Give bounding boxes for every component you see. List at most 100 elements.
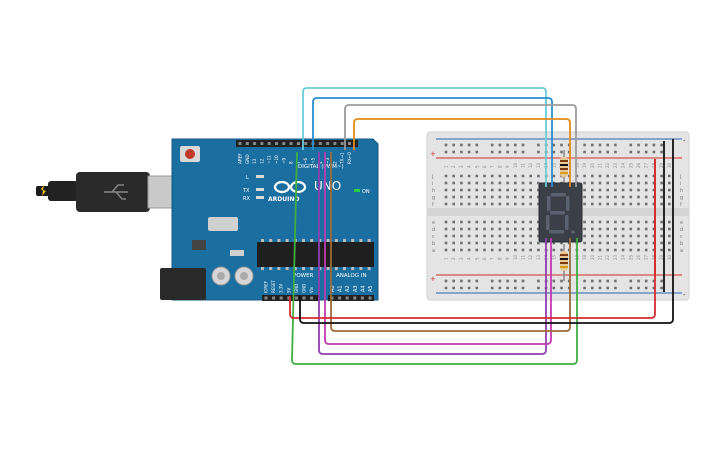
breadboard-hole[interactable] xyxy=(506,220,509,224)
breadboard-hole[interactable] xyxy=(583,227,586,231)
rail-hole[interactable] xyxy=(591,143,594,147)
breadboard-hole[interactable] xyxy=(444,188,448,192)
breadboard-hole[interactable] xyxy=(529,220,532,224)
breadboard-hole[interactable] xyxy=(460,181,463,185)
rail-hole[interactable] xyxy=(598,286,602,290)
breadboard-hole[interactable] xyxy=(483,202,486,206)
rail-hole[interactable] xyxy=(490,150,494,154)
rail-hole[interactable] xyxy=(560,143,563,147)
rail-hole[interactable] xyxy=(606,279,609,283)
breadboard-hole[interactable] xyxy=(660,181,663,185)
breadboard-hole[interactable] xyxy=(490,181,494,185)
header-pin[interactable] xyxy=(260,142,264,145)
breadboard-hole[interactable] xyxy=(668,220,671,224)
rail-hole[interactable] xyxy=(591,150,594,154)
breadboard-hole[interactable] xyxy=(537,248,540,252)
breadboard-hole[interactable] xyxy=(444,174,448,178)
header-pin[interactable] xyxy=(326,142,330,145)
breadboard-hole[interactable] xyxy=(583,195,586,199)
breadboard-hole[interactable] xyxy=(521,248,525,252)
breadboard-hole[interactable] xyxy=(652,227,656,231)
breadboard-hole[interactable] xyxy=(514,174,517,178)
breadboard-hole[interactable] xyxy=(583,181,586,185)
breadboard-hole[interactable] xyxy=(606,234,609,238)
breadboard-hole[interactable] xyxy=(529,227,532,231)
breadboard-hole[interactable] xyxy=(490,220,494,224)
rail-hole[interactable] xyxy=(583,279,586,283)
rail-hole[interactable] xyxy=(452,286,455,290)
rail-hole[interactable] xyxy=(652,286,656,290)
breadboard-hole[interactable] xyxy=(637,174,640,178)
rail-hole[interactable] xyxy=(644,279,648,283)
breadboard-hole[interactable] xyxy=(637,181,640,185)
breadboard-hole[interactable] xyxy=(652,220,656,224)
breadboard-hole[interactable] xyxy=(537,195,540,199)
breadboard-hole[interactable] xyxy=(614,195,617,199)
breadboard-hole[interactable] xyxy=(583,202,586,206)
breadboard-hole[interactable] xyxy=(460,174,463,178)
breadboard-hole[interactable] xyxy=(668,174,671,178)
breadboard-hole[interactable] xyxy=(506,227,509,231)
breadboard-hole[interactable] xyxy=(483,195,486,199)
breadboard-hole[interactable] xyxy=(629,241,633,245)
breadboard-hole[interactable] xyxy=(652,248,656,252)
breadboard-hole[interactable] xyxy=(652,241,656,245)
rail-hole[interactable] xyxy=(475,286,479,290)
resistor-top[interactable] xyxy=(560,150,568,184)
breadboard-hole[interactable] xyxy=(614,234,617,238)
breadboard-hole[interactable] xyxy=(591,202,594,206)
rail-hole[interactable] xyxy=(460,150,463,154)
breadboard-hole[interactable] xyxy=(614,188,617,192)
breadboard-hole[interactable] xyxy=(614,227,617,231)
breadboard-hole[interactable] xyxy=(475,202,479,206)
breadboard-hole[interactable] xyxy=(629,188,633,192)
analog-pin[interactable] xyxy=(360,296,364,300)
breadboard-hole[interactable] xyxy=(598,227,602,231)
breadboard-hole[interactable] xyxy=(644,220,648,224)
breadboard-hole[interactable] xyxy=(529,195,532,199)
wire-brown[interactable] xyxy=(330,152,571,332)
rail-hole[interactable] xyxy=(552,286,556,290)
rail-hole[interactable] xyxy=(514,150,517,154)
breadboard-hole[interactable] xyxy=(467,241,471,245)
breadboard-hole[interactable] xyxy=(521,234,525,238)
breadboard-hole[interactable] xyxy=(475,248,479,252)
breadboard-hole[interactable] xyxy=(467,174,471,178)
rail-hole[interactable] xyxy=(560,150,563,154)
breadboard-hole[interactable] xyxy=(460,227,463,231)
breadboard-hole[interactable] xyxy=(598,188,602,192)
rail-hole[interactable] xyxy=(444,279,448,283)
rail-hole[interactable] xyxy=(644,143,648,147)
breadboard-hole[interactable] xyxy=(629,195,633,199)
wire-cyan[interactable] xyxy=(302,87,547,187)
rail-hole[interactable] xyxy=(521,150,525,154)
rail-hole[interactable] xyxy=(644,150,648,154)
breadboard-hole[interactable] xyxy=(521,195,525,199)
rail-hole[interactable] xyxy=(521,279,525,283)
breadboard-hole[interactable] xyxy=(552,248,556,252)
breadboard-hole[interactable] xyxy=(506,202,509,206)
wire-orange[interactable] xyxy=(353,118,571,187)
breadboard-hole[interactable] xyxy=(660,248,663,252)
analog-pin[interactable] xyxy=(338,296,342,300)
breadboard-hole[interactable] xyxy=(514,181,517,185)
breadboard-hole[interactable] xyxy=(498,234,502,238)
breadboard-hole[interactable] xyxy=(583,220,586,224)
breadboard-hole[interactable] xyxy=(529,202,532,206)
rail-hole[interactable] xyxy=(498,286,502,290)
breadboard-hole[interactable] xyxy=(452,234,455,238)
breadboard-hole[interactable] xyxy=(460,202,463,206)
rail-hole[interactable] xyxy=(452,143,455,147)
breadboard-hole[interactable] xyxy=(452,227,455,231)
wire-red[interactable] xyxy=(289,159,656,319)
power-pin[interactable] xyxy=(310,296,314,300)
rail-hole[interactable] xyxy=(552,143,556,147)
breadboard-hole[interactable] xyxy=(668,227,671,231)
power-pin[interactable] xyxy=(279,296,283,300)
breadboard-hole[interactable] xyxy=(444,195,448,199)
rail-hole[interactable] xyxy=(606,150,609,154)
rail-hole[interactable] xyxy=(629,150,633,154)
breadboard-hole[interactable] xyxy=(629,227,633,231)
wire-purple[interactable] xyxy=(318,152,547,355)
breadboard-hole[interactable] xyxy=(467,220,471,224)
